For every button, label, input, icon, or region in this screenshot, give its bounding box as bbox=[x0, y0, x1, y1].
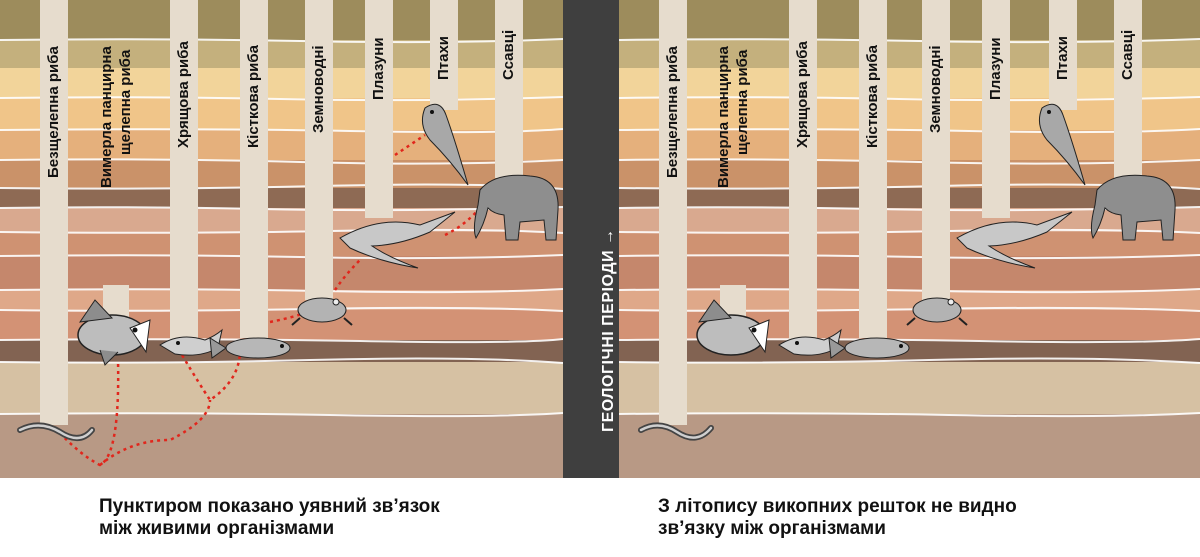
stratum-14 bbox=[0, 362, 563, 414]
column-jawless-fish-right bbox=[659, 0, 687, 425]
placoderm-icon bbox=[77, 299, 151, 366]
strata-layers bbox=[0, 0, 563, 478]
stratum-3 bbox=[0, 68, 563, 98]
column-cartilaginous-fish bbox=[170, 0, 198, 340]
column-mammals-right bbox=[1114, 0, 1142, 178]
lamprey-icon bbox=[638, 422, 714, 441]
left-panel: Безщелепна риба Вимерла панцирна щелепна… bbox=[0, 0, 563, 478]
stratum-15 bbox=[0, 414, 563, 478]
crocodile-icon bbox=[339, 211, 456, 269]
caption-right-line2: зв’язку між організмами bbox=[658, 518, 886, 539]
dashed-links bbox=[54, 133, 479, 467]
stratum-1 bbox=[0, 0, 563, 40]
elephant-icon bbox=[1090, 174, 1176, 241]
caption-left-line1: Пунктиром показано уявний зв’язок bbox=[99, 496, 440, 517]
column-birds-right bbox=[1049, 0, 1077, 110]
parrot-icon bbox=[421, 103, 469, 186]
cartilaginous-fish-icon bbox=[159, 328, 223, 356]
stratum-2 bbox=[0, 40, 563, 68]
stratum-10 bbox=[0, 256, 563, 290]
column-reptiles bbox=[365, 0, 393, 218]
right-illustrations bbox=[638, 103, 1176, 441]
parrot-icon bbox=[1038, 103, 1086, 186]
left-illustrations bbox=[17, 103, 559, 467]
strata-layers-right bbox=[619, 0, 1200, 478]
placoderm-icon bbox=[696, 299, 770, 356]
elephant-icon bbox=[473, 174, 559, 241]
frog-icon bbox=[906, 297, 968, 326]
stratum-11 bbox=[0, 290, 563, 310]
stratum-7 bbox=[0, 188, 563, 208]
caption-right: З літопису викопних решток не видно зв’я… bbox=[658, 496, 1017, 540]
axis-label-geologic-periods: ГЕОЛОГІЧНІ ПЕРІОДИ → bbox=[600, 228, 617, 432]
column-mammals bbox=[495, 0, 523, 178]
frog-icon bbox=[291, 297, 353, 326]
lamprey-icon bbox=[17, 422, 95, 441]
geologic-axis-divider bbox=[563, 0, 619, 478]
crocodile-icon bbox=[956, 211, 1073, 269]
stratum-6 bbox=[0, 160, 563, 188]
column-reptiles-right bbox=[982, 0, 1010, 218]
right-panel: Безщелепна риба Вимерла панцирна щелепна… bbox=[619, 0, 1200, 478]
column-amphibians bbox=[305, 0, 333, 300]
column-birds bbox=[430, 0, 458, 110]
column-jawless-fish bbox=[40, 0, 68, 425]
caption-left: Пунктиром показано уявний зв’язок між жи… bbox=[99, 496, 440, 540]
column-cartilaginous-fish-right bbox=[789, 0, 817, 340]
caption-right-line1: З літопису викопних решток не видно bbox=[658, 496, 1017, 517]
stratum-4 bbox=[0, 98, 563, 130]
column-bony-fish-right bbox=[859, 0, 887, 338]
bony-fish-icon bbox=[828, 337, 910, 359]
stratum-9 bbox=[0, 232, 563, 256]
stratum-5 bbox=[0, 130, 563, 160]
caption-left-line2: між живими організмами bbox=[99, 518, 335, 539]
column-amphibians-right bbox=[922, 0, 950, 300]
bony-fish-icon bbox=[209, 337, 291, 359]
cartilaginous-fish-icon bbox=[778, 328, 842, 356]
column-bony-fish bbox=[240, 0, 268, 338]
